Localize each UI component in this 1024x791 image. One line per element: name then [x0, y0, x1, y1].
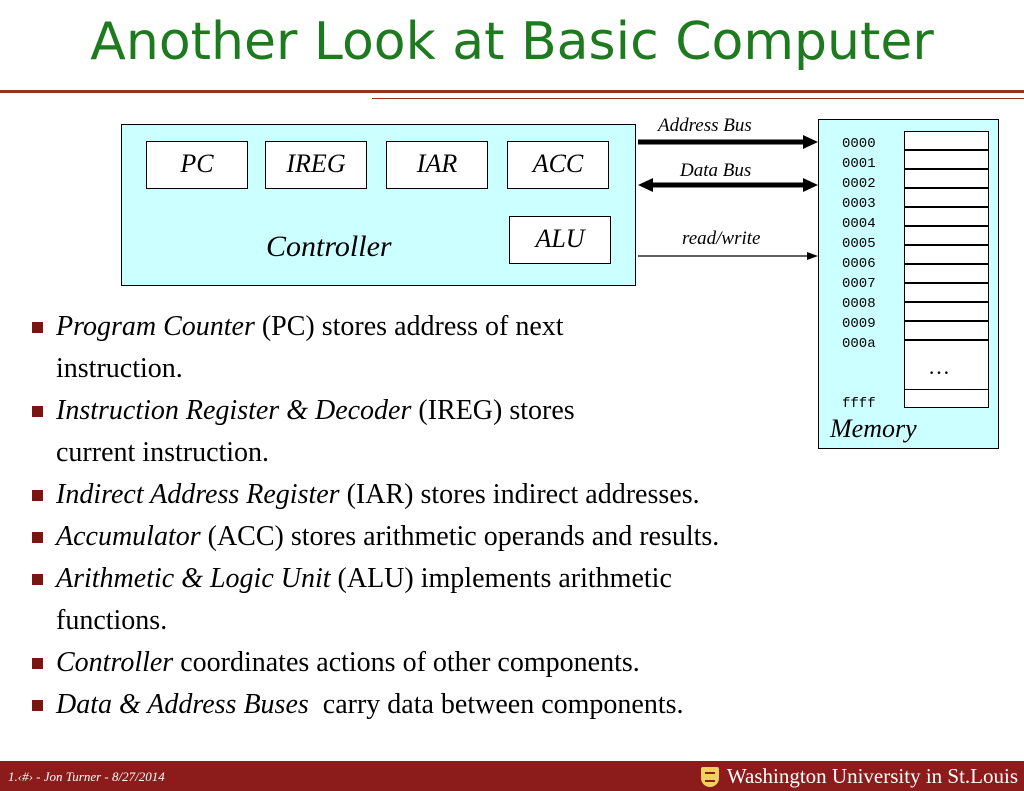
memory-cell — [904, 302, 989, 321]
bullet-item: Accumulator (ACC) stores arithmetic oper… — [28, 516, 1008, 558]
memory-address: 0007 — [842, 276, 876, 292]
title-underline-secondary — [372, 98, 1024, 99]
data-bus-arrowhead-right — [803, 178, 818, 192]
bullet-square-icon — [32, 322, 43, 333]
bullet-square-icon — [32, 532, 43, 543]
memory-cell — [904, 245, 989, 264]
pc-register: PC — [146, 141, 248, 189]
bullet-square-icon — [32, 700, 43, 711]
footer-bar: 1.‹#› - Jon Turner - 8/27/2014 Washingto… — [0, 761, 1024, 791]
memory-address: 0008 — [842, 296, 876, 312]
memory-cell — [904, 169, 989, 188]
footer-credit: 1.‹#› - Jon Turner - 8/27/2014 — [8, 769, 165, 784]
bullet-item: Controller coordinates actions of other … — [28, 642, 1008, 684]
memory-cell — [904, 207, 989, 226]
memory-address-last: ffff — [842, 396, 876, 412]
address-bus-arrowhead — [803, 135, 818, 149]
bullet-list: Program Counter (PC) stores address of n… — [28, 306, 1008, 726]
bullet-square-icon — [32, 406, 43, 417]
memory-address: 0000 — [842, 136, 876, 152]
memory-cell — [904, 264, 989, 283]
memory-address: 0001 — [842, 156, 876, 172]
bullet-item: Instruction Register & Decoder (IREG) st… — [28, 390, 1008, 474]
controller-label: Controller — [266, 230, 392, 263]
memory-cell — [904, 283, 989, 302]
memory-address: 000a — [842, 336, 876, 352]
bullet-square-icon — [32, 490, 43, 501]
memory-cell — [904, 150, 989, 169]
read-write-label: read/write — [682, 228, 761, 249]
university-shield-icon — [700, 766, 719, 787]
memory-ellipsis: … — [928, 354, 950, 379]
university-logo: Washington University in St.Louis — [700, 764, 1018, 789]
bullet-item: Program Counter (PC) stores address of n… — [28, 306, 1008, 390]
iar-register: IAR — [386, 141, 488, 189]
data-bus-arrowhead-left — [638, 178, 653, 192]
memory-address: 0009 — [842, 316, 876, 332]
data-bus-label: Data Bus — [680, 160, 752, 181]
university-name: Washington University in St.Louis — [726, 764, 1018, 788]
memory-label: Memory — [830, 414, 917, 443]
memory-cell — [904, 321, 989, 340]
address-bus-label: Address Bus — [658, 115, 752, 136]
memory-cell — [904, 389, 989, 408]
bullet-item: Data & Address Buses carry data between … — [28, 684, 1008, 726]
bullet-item: Indirect Address Register (IAR) stores i… — [28, 474, 1008, 516]
bullet-square-icon — [32, 658, 43, 669]
memory-cell — [904, 131, 989, 150]
slide-title: Another Look at Basic Computer — [90, 12, 934, 72]
alu-block: ALU — [509, 216, 611, 264]
read-write-arrowhead — [807, 252, 818, 260]
memory-cell-gap — [904, 340, 989, 390]
bullet-square-icon — [32, 574, 43, 585]
memory-cell — [904, 188, 989, 207]
memory-address: 0004 — [842, 216, 876, 232]
acc-register: ACC — [507, 141, 609, 189]
bullet-item: Arithmetic & Logic Unit (ALU) implements… — [28, 558, 1008, 642]
memory-address: 0005 — [842, 236, 876, 252]
title-underline — [0, 90, 1024, 93]
memory-address: 0002 — [842, 176, 876, 192]
memory-cell — [904, 226, 989, 245]
ireg-register: IREG — [265, 141, 367, 189]
memory-address: 0006 — [842, 256, 876, 272]
memory-address: 0003 — [842, 196, 876, 212]
